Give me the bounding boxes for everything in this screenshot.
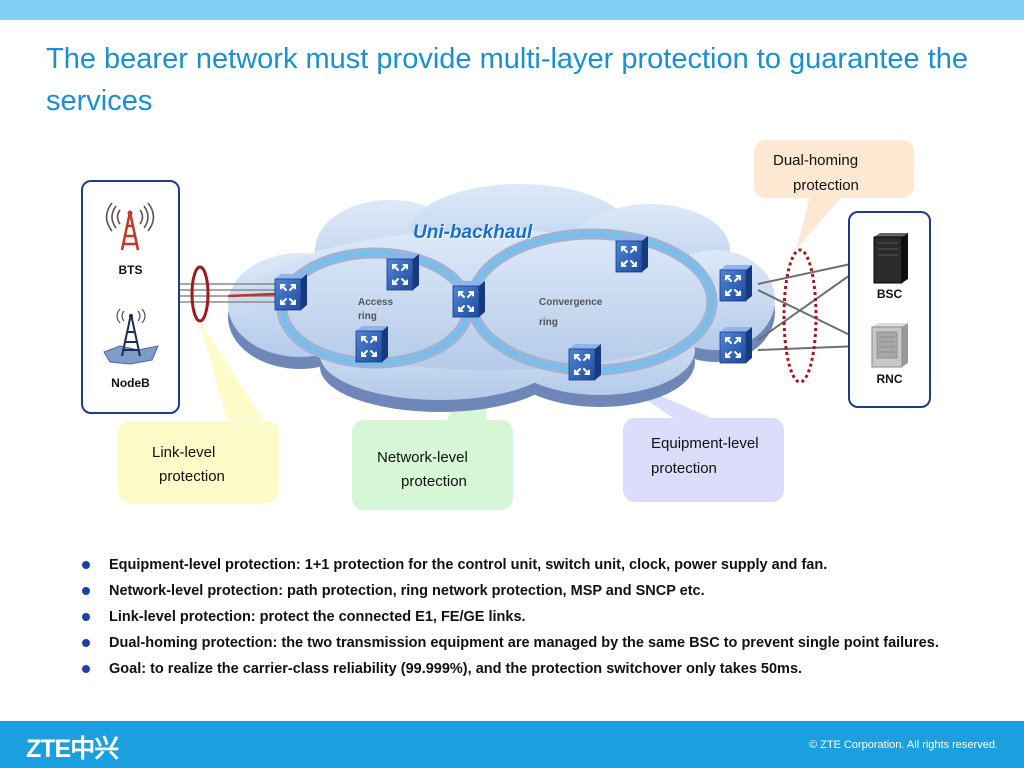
network-diagram bbox=[178, 184, 861, 420]
link-protection-ellipse bbox=[190, 265, 210, 323]
convergence-ring-label-line2: ring bbox=[539, 317, 558, 328]
convergence-router-top bbox=[615, 235, 649, 273]
link-level-pointer bbox=[200, 322, 264, 420]
edge-router-bottom bbox=[719, 326, 753, 364]
bts-label: BTS bbox=[118, 263, 143, 277]
edge-router-top bbox=[719, 264, 753, 302]
list-item: Link-level protection: protect the conne… bbox=[82, 604, 982, 630]
controller-panel: BSC RNC bbox=[848, 211, 931, 408]
bullet-icon bbox=[82, 587, 90, 595]
footer-bar: ZTE中兴 © ZTE Corporation. All rights rese… bbox=[0, 721, 1024, 768]
rnc-label: RNC bbox=[876, 372, 903, 386]
equipment-level-label-line1: Equipment-level bbox=[651, 435, 759, 452]
dual-homing-protection-ellipse bbox=[782, 248, 818, 384]
link-level-callout: Link-level protection bbox=[118, 421, 279, 503]
list-item: Dual-homing protection: the two transmis… bbox=[82, 630, 982, 656]
nodeb-tower-icon bbox=[103, 308, 159, 365]
cloud-title: Uni-backhaul bbox=[413, 222, 533, 243]
dual-homing-links bbox=[757, 261, 861, 351]
access-ring-label-line2: ring bbox=[358, 311, 377, 322]
bts-tower-icon bbox=[105, 202, 155, 251]
bullet-icon bbox=[82, 561, 90, 569]
access-router-left bbox=[274, 273, 308, 311]
top-accent-bar bbox=[0, 0, 1024, 20]
convergence-ring-label: Convergence ring bbox=[539, 296, 602, 330]
dual-homing-pointer bbox=[796, 196, 842, 250]
slide-title: The bearer network must provide multi-la… bbox=[46, 43, 969, 117]
list-item: Network-level protection: path protectio… bbox=[82, 578, 982, 604]
access-ring-label: Access ring bbox=[358, 296, 393, 324]
access-router-bottom bbox=[355, 325, 389, 363]
copyright-text: © ZTE Corporation. All rights reserved. bbox=[808, 739, 998, 751]
access-links bbox=[178, 283, 275, 303]
protection-bullet-list: Equipment-level protection: 1+1 protecti… bbox=[82, 552, 982, 682]
zte-logo: ZTE中兴 bbox=[26, 735, 119, 763]
bsc-label: BSC bbox=[876, 287, 903, 301]
access-ring-label-line1: Access bbox=[358, 297, 394, 308]
access-router-top bbox=[386, 253, 420, 291]
dual-homing-callout: Dual-homing protection bbox=[754, 140, 914, 198]
list-item: Goal: to realize the carrier-class relia… bbox=[82, 656, 982, 682]
list-item: Equipment-level protection: 1+1 protecti… bbox=[82, 552, 982, 578]
uni-backhaul-cloud bbox=[228, 184, 775, 412]
rnc-server-icon bbox=[871, 323, 908, 368]
bullet-icon bbox=[82, 665, 90, 673]
network-level-label-line1: Network-level bbox=[377, 449, 468, 466]
network-level-label-line2: protection bbox=[401, 473, 467, 490]
convergence-ring-label-line1: Convergence bbox=[539, 297, 603, 308]
bullet-icon bbox=[82, 639, 90, 647]
equipment-level-callout: Equipment-level protection bbox=[623, 418, 784, 502]
bullet-icon bbox=[82, 613, 90, 621]
link-level-label-line2: protection bbox=[159, 468, 225, 485]
base-station-panel: BTS NodeB bbox=[81, 180, 180, 414]
network-level-callout: Network-level protection bbox=[352, 420, 513, 510]
nodeb-label: NodeB bbox=[111, 376, 150, 390]
dual-homing-label-line1: Dual-homing bbox=[773, 152, 859, 169]
shared-ring-router bbox=[452, 280, 486, 318]
link-level-label-line1: Link-level bbox=[152, 444, 216, 461]
convergence-router-bottom bbox=[568, 343, 602, 381]
dual-homing-label-line2: protection bbox=[793, 177, 859, 194]
bsc-server-icon bbox=[873, 233, 908, 284]
equipment-level-label-line2: protection bbox=[651, 460, 717, 477]
